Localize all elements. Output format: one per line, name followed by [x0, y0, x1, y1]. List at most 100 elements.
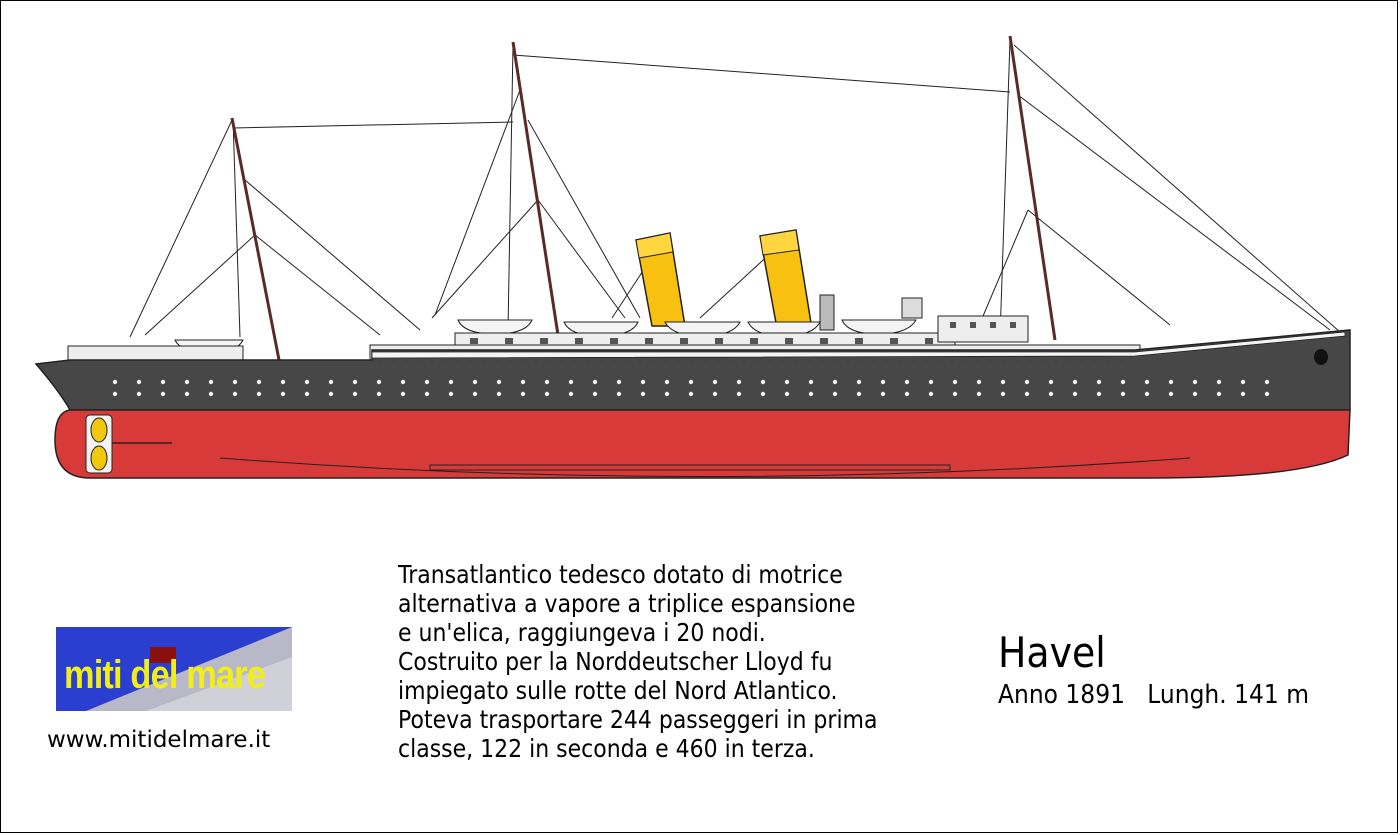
- porthole: [952, 379, 958, 385]
- deck-window: [820, 360, 824, 364]
- masts: [230, 35, 1057, 366]
- porthole: [448, 391, 454, 397]
- porthole: [856, 379, 862, 385]
- porthole: [736, 379, 742, 385]
- deck-window: [547, 360, 551, 364]
- hull-lower: [54, 409, 1351, 479]
- porthole: [1192, 379, 1198, 385]
- porthole: [232, 379, 238, 385]
- porthole: [520, 391, 526, 397]
- deck-window: [859, 360, 863, 364]
- deck-window: [885, 360, 889, 364]
- porthole: [304, 379, 310, 385]
- deck-window: [976, 360, 980, 364]
- deck-window: [729, 360, 733, 364]
- deck-window: [755, 360, 759, 364]
- deck-window: [1015, 360, 1019, 364]
- porthole: [664, 379, 670, 385]
- porthole: [208, 391, 214, 397]
- porthole: [568, 379, 574, 385]
- porthole: [832, 391, 838, 397]
- deck-window: [612, 360, 616, 364]
- porthole: [880, 379, 886, 385]
- porthole: [400, 379, 406, 385]
- porthole: [304, 391, 310, 397]
- porthole: [1144, 379, 1150, 385]
- deck-window: [833, 360, 837, 364]
- porthole: [976, 379, 982, 385]
- porthole: [424, 379, 430, 385]
- deck-window: [937, 360, 941, 364]
- porthole: [160, 391, 166, 397]
- porthole: [664, 391, 670, 397]
- description-line: impiegato sulle rotte del Nord Atlantico…: [398, 676, 838, 705]
- porthole: [616, 379, 622, 385]
- deck-window: [1054, 360, 1058, 364]
- porthole: [1096, 391, 1102, 397]
- porthole: [1072, 391, 1078, 397]
- porthole: [880, 391, 886, 397]
- porthole: [856, 391, 862, 397]
- deck-window: [924, 360, 928, 364]
- porthole: [784, 379, 790, 385]
- deck-window: [742, 360, 746, 364]
- porthole: [160, 379, 166, 385]
- porthole: [544, 391, 550, 397]
- porthole: [136, 379, 142, 385]
- porthole: [256, 379, 262, 385]
- description-line: Costruito per la Norddeutscher Lloyd fu: [398, 647, 833, 676]
- deck-window: [638, 360, 642, 364]
- porthole: [1264, 391, 1270, 397]
- porthole: [280, 391, 286, 397]
- deck-window: [768, 360, 772, 364]
- deck-window: [521, 360, 525, 364]
- deck-window: [443, 360, 447, 364]
- porthole: [1144, 391, 1150, 397]
- deck-window: [794, 360, 798, 364]
- porthole: [592, 379, 598, 385]
- deck-window: [651, 360, 655, 364]
- porthole: [112, 379, 118, 385]
- deck-window: [950, 360, 954, 364]
- deck-window: [456, 360, 460, 364]
- deck-window: [1080, 360, 1084, 364]
- porthole: [400, 391, 406, 397]
- porthole: [640, 391, 646, 397]
- deck-window: [1002, 360, 1006, 364]
- porthole: [1048, 379, 1054, 385]
- deck-window: [677, 360, 681, 364]
- deck-window: [430, 360, 434, 364]
- porthole: [376, 391, 382, 397]
- deck-window: [1119, 360, 1123, 364]
- porthole: [352, 391, 358, 397]
- porthole: [1240, 391, 1246, 397]
- porthole: [688, 391, 694, 397]
- porthole: [1096, 379, 1102, 385]
- porthole: [1120, 391, 1126, 397]
- porthole: [784, 391, 790, 397]
- porthole: [184, 391, 190, 397]
- deck-window: [417, 360, 421, 364]
- porthole: [424, 391, 430, 397]
- deck-window: [573, 360, 577, 364]
- deck-window: [664, 360, 668, 364]
- porthole: [1192, 391, 1198, 397]
- deck-window: [1028, 360, 1032, 364]
- porthole: [232, 391, 238, 397]
- deck-window: [872, 360, 876, 364]
- deck-window: [404, 360, 408, 364]
- deck-window: [716, 360, 720, 364]
- porthole: [640, 379, 646, 385]
- porthole: [328, 379, 334, 385]
- porthole: [472, 379, 478, 385]
- deck-window: [469, 360, 473, 364]
- logo-text: miti del mare: [64, 653, 266, 697]
- deck-windows: [378, 360, 1123, 364]
- deck-window: [898, 360, 902, 364]
- porthole: [496, 379, 502, 385]
- porthole: [496, 391, 502, 397]
- porthole: [808, 391, 814, 397]
- porthole: [1216, 379, 1222, 385]
- porthole: [184, 379, 190, 385]
